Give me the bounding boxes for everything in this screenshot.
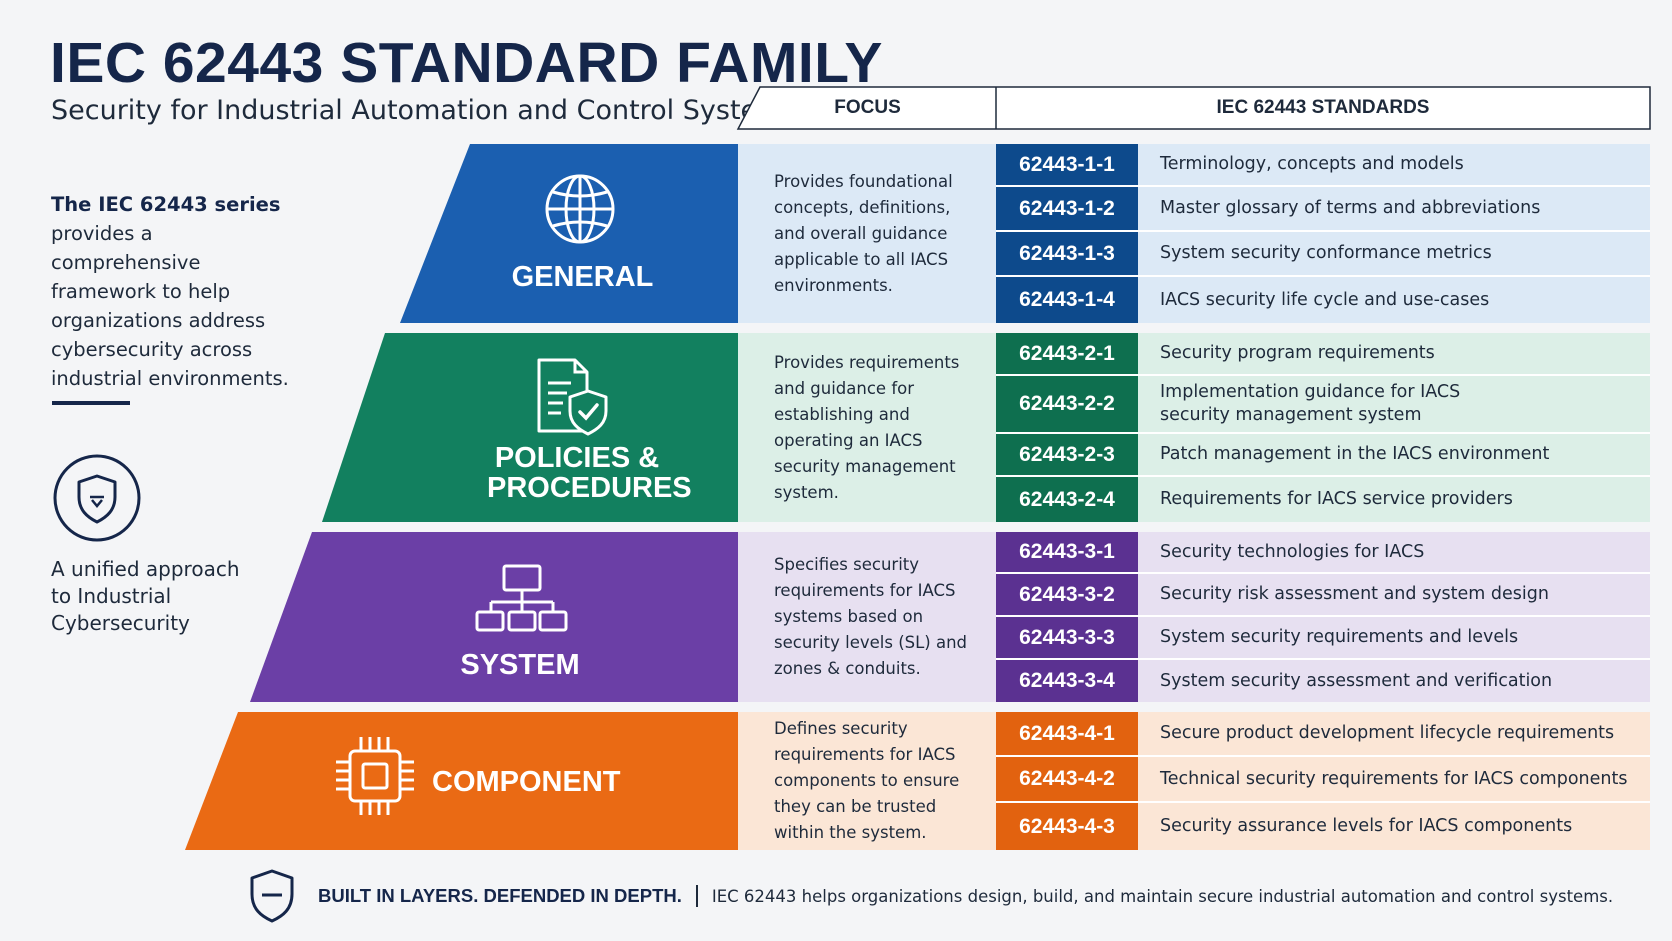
- standard-desc: Secure product development lifecycle req…: [1138, 712, 1650, 757]
- standards-general: 62443-1-1 Terminology, concepts and mode…: [996, 144, 1650, 323]
- divider: [52, 401, 130, 405]
- standard-code: 62443-3-4: [996, 660, 1138, 702]
- standard-desc: System security conformance metrics: [1138, 232, 1650, 277]
- standards-system: 62443-3-1 Security technologies for IACS…: [996, 532, 1650, 702]
- standard-desc: Implementation guidance for IACS securit…: [1138, 376, 1650, 434]
- unified-approach-text: A unified approach to Industrial Cyberse…: [51, 557, 240, 635]
- globe-icon: [545, 174, 615, 244]
- footer-tagline: BUILT IN LAYERS. DEFENDED IN DEPTH.: [318, 885, 682, 906]
- standard-code: 62443-2-2: [996, 376, 1138, 434]
- table-row: 62443-1-3 System security conformance me…: [996, 232, 1650, 277]
- standard-desc: Security technologies for IACS: [1138, 532, 1650, 574]
- standard-desc: Patch management in the IACS environment: [1138, 434, 1650, 477]
- page-subtitle: Security for Industrial Automation and C…: [51, 95, 798, 126]
- table-row: 62443-4-2 Technical security requirement…: [996, 757, 1650, 803]
- standard-code: 62443-1-1: [996, 144, 1138, 187]
- table-row: 62443-1-1 Terminology, concepts and mode…: [996, 144, 1650, 187]
- layer-policies-title: POLICIES & PROCEDURES: [487, 442, 692, 504]
- layer-general-title: GENERAL: [511, 261, 654, 293]
- network-hierarchy-icon: [475, 564, 568, 632]
- standard-code: 62443-2-3: [996, 434, 1138, 477]
- standard-desc: Terminology, concepts and models: [1138, 144, 1650, 187]
- focus-general: Provides foundational concepts, definiti…: [738, 144, 996, 323]
- standard-desc: System security assessment and verificat…: [1138, 660, 1650, 702]
- focus-system-text: Specifies security requirements for IACS…: [774, 555, 968, 678]
- focus-policies: Provides requirements and guidance for e…: [738, 333, 996, 522]
- standard-code: 62443-1-3: [996, 232, 1138, 277]
- table-row: 62443-1-2 Master glossary of terms and a…: [996, 187, 1650, 232]
- standard-code: 62443-1-4: [996, 277, 1138, 323]
- table-row: 62443-2-2 Implementation guidance for IA…: [996, 376, 1650, 434]
- standard-code: 62443-4-2: [996, 757, 1138, 803]
- table-header-frame: [736, 86, 1651, 130]
- layer-system-title: SYSTEM: [460, 649, 580, 681]
- footer: BUILT IN LAYERS. DEFENDED IN DEPTH. IEC …: [248, 866, 1613, 926]
- intro-lead: The IEC 62443 series: [51, 193, 281, 216]
- intro-body: provides a comprehensive framework to he…: [51, 222, 289, 390]
- table-row: 62443-4-3 Security assurance levels for …: [996, 803, 1650, 850]
- standard-code: 62443-3-2: [996, 574, 1138, 617]
- focus-component-text: Defines security requirements for IACS c…: [774, 719, 960, 842]
- shield-icon: [250, 869, 294, 923]
- standard-code: 62443-1-2: [996, 187, 1138, 232]
- standard-desc: IACS security life cycle and use-cases: [1138, 277, 1650, 323]
- table-row: 62443-4-1 Secure product development lif…: [996, 712, 1650, 757]
- focus-general-text: Provides foundational concepts, definiti…: [774, 171, 953, 295]
- header-focus: FOCUS: [834, 97, 901, 118]
- table-row: 62443-1-4 IACS security life cycle and u…: [996, 277, 1650, 323]
- table-row: 62443-3-4 System security assessment and…: [996, 660, 1650, 702]
- standard-desc: Security program requirements: [1138, 333, 1650, 376]
- focus-system: Specifies security requirements for IACS…: [738, 532, 996, 702]
- standard-code: 62443-4-3: [996, 803, 1138, 850]
- standards-component: 62443-4-1 Secure product development lif…: [996, 712, 1650, 850]
- standard-desc: Security assurance levels for IACS compo…: [1138, 803, 1650, 850]
- focus-component: Defines security requirements for IACS c…: [738, 712, 996, 850]
- standard-code: 62443-3-1: [996, 532, 1138, 574]
- footer-text: IEC 62443 helps organizations design, bu…: [711, 886, 1614, 906]
- standards-policies: 62443-2-1 Security program requirements …: [996, 333, 1650, 522]
- table-row: 62443-3-1 Security technologies for IACS: [996, 532, 1650, 574]
- shield-badge-icon: [53, 454, 141, 542]
- standard-desc: Requirements for IACS service providers: [1138, 477, 1650, 522]
- document-shield-icon: [537, 358, 608, 436]
- intro-text: The IEC 62443 series provides a comprehe…: [51, 190, 301, 393]
- standard-desc: System security requirements and levels: [1138, 617, 1650, 660]
- standard-desc: Master glossary of terms and abbreviatio…: [1138, 187, 1650, 232]
- table-row: 62443-3-2 Security risk assessment and s…: [996, 574, 1650, 617]
- table-row: 62443-2-4 Requirements for IACS service …: [996, 477, 1650, 522]
- table-row: 62443-2-3 Patch management in the IACS e…: [996, 434, 1650, 477]
- table-row: 62443-3-3 System security requirements a…: [996, 617, 1650, 660]
- header-standards: IEC 62443 STANDARDS: [1216, 97, 1430, 118]
- standard-code: 62443-4-1: [996, 712, 1138, 757]
- layer-component-title: COMPONENT: [432, 766, 621, 798]
- chip-icon: [336, 737, 414, 815]
- focus-policies-text: Provides requirements and guidance for e…: [774, 352, 960, 502]
- standard-code: 62443-3-3: [996, 617, 1138, 660]
- standard-code: 62443-2-4: [996, 477, 1138, 522]
- table-row: 62443-2-1 Security program requirements: [996, 333, 1650, 376]
- standard-desc: Security risk assessment and system desi…: [1138, 574, 1650, 617]
- standard-code: 62443-2-1: [996, 333, 1138, 376]
- footer-separator: [695, 885, 698, 907]
- standard-desc: Technical security requirements for IACS…: [1138, 757, 1650, 803]
- page-title: IEC 62443 STANDARD FAMILY: [50, 31, 883, 95]
